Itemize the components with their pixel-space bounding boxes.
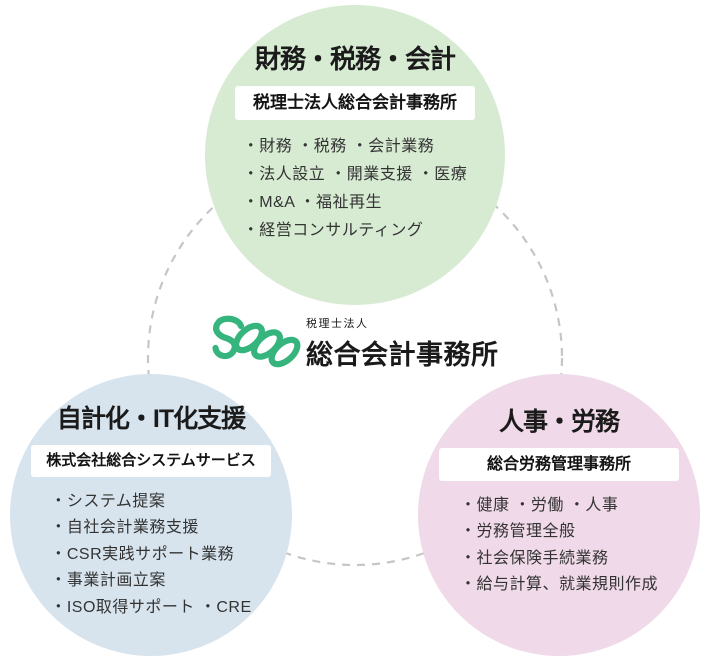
hr-labor-badge: 総合労務管理事務所	[439, 447, 679, 481]
logo-s-stroke	[212, 315, 245, 360]
list-item: ・財務 ・税務 ・会計業務	[242, 138, 435, 156]
hr-labor-title: 人事・労務	[498, 408, 620, 436]
it-support-list: ・システム提案 ・自社会計業務支援 ・CSR実践サポート業務 ・事業計画立案 ・…	[50, 489, 251, 622]
list-item: ・自社会計業務支援	[50, 519, 199, 537]
it-support-circle: 自計化・IT化支援 株式会社総合システムサービス ・システム提案 ・自社会計業務…	[10, 374, 292, 656]
hr-labor-circle: 人事・労務 総合労務管理事務所 ・健康 ・労働 ・人事 ・労務管理全般 ・社会保…	[418, 374, 700, 656]
finance-circle: 財務・税務・会計 税理士法人総合会計事務所 ・財務 ・税務 ・会計業務 ・法人設…	[205, 5, 505, 305]
hr-labor-list: ・健康 ・労働 ・人事 ・労務管理全般 ・社会保険手続業務 ・給与計算、就業規則…	[460, 493, 658, 599]
chain-links-logo-icon	[212, 315, 301, 368]
logo-chain-link	[268, 336, 301, 368]
logo-company-name: 総合会計事務所	[306, 340, 499, 370]
logo-text-block: 税理士法人 総合会計事務所	[306, 310, 499, 372]
list-item: ・経営コンサルティング	[242, 222, 424, 240]
finance-list: ・財務 ・税務 ・会計業務 ・法人設立 ・開業支援 ・医療 ・M&A ・福祉再生…	[243, 133, 467, 245]
list-item: ・事業計画立案	[50, 572, 166, 590]
list-item: ・ISO取得サポート ・CRE	[50, 598, 252, 616]
list-item: ・法人設立 ・開業支援 ・医療	[242, 166, 468, 184]
it-support-title: 自計化・IT化支援	[56, 405, 246, 433]
list-item: ・システム提案	[50, 492, 166, 510]
center-logo: 税理士法人 総合会計事務所	[208, 310, 499, 375]
logo-company-type: 税理士法人	[306, 318, 369, 330]
list-item: ・労務管理全般	[459, 523, 576, 541]
finance-title: 財務・税務・会計	[254, 44, 456, 74]
list-item: ・社会保険手続業務	[459, 549, 609, 567]
list-item: ・M&A ・福祉再生	[242, 194, 383, 212]
list-item: ・健康 ・労働 ・人事	[459, 496, 619, 514]
list-item: ・給与計算、就業規則作成	[459, 576, 658, 594]
finance-badge: 税理士法人総合会計事務所	[235, 85, 475, 121]
list-item: ・CSR実践サポート業務	[50, 545, 235, 563]
it-support-badge: 株式会社総合システムサービス	[31, 444, 271, 477]
